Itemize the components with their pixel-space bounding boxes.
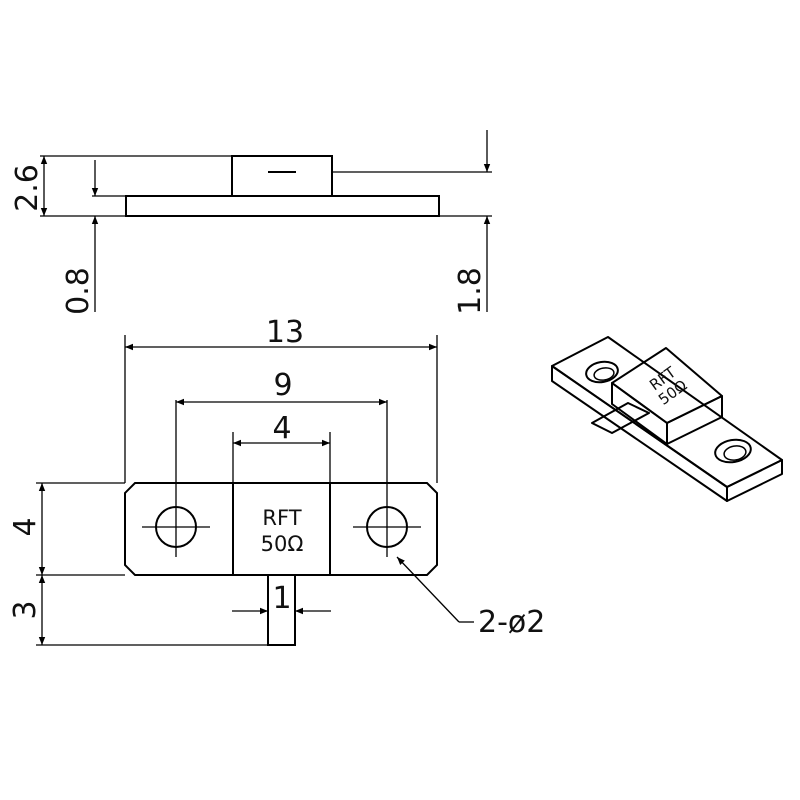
dim-label-tab-width: 1	[272, 581, 291, 616]
top-marking-line2: 50Ω	[261, 532, 304, 556]
dim-label-overall-length: 13	[266, 315, 304, 350]
top-view: RFT 50Ω 13 9 4 4 3	[8, 315, 545, 646]
dim-label-total-height: 2.6	[10, 164, 45, 212]
iso-flange-side	[726, 459, 783, 502]
iso-marking: RFT 50Ω	[646, 363, 690, 409]
top-flange	[124, 482, 438, 576]
dim-label-hole-pitch: 9	[273, 368, 292, 403]
iso-hole-left	[585, 360, 619, 384]
dim-label-body-height: 1.8	[453, 267, 488, 315]
dim-label-body-width: 4	[272, 411, 291, 446]
iso-lead-tab	[591, 402, 650, 434]
iso-flange-front	[551, 365, 728, 502]
side-flange	[125, 195, 440, 217]
iso-hole-left-inner	[593, 367, 615, 381]
hole-callout-leader	[396, 556, 460, 623]
iso-flange-top	[551, 336, 783, 488]
iso-hole-right	[714, 438, 752, 464]
side-view: 2.6 0.8 1.8	[10, 130, 492, 315]
dim-label-flange-width: 4	[8, 517, 43, 536]
dim-label-flange-thickness: 0.8	[61, 267, 96, 315]
dim-label-tab-length: 3	[8, 600, 43, 619]
side-body	[231, 155, 333, 197]
iso-body-top	[611, 347, 723, 424]
top-marking-line1: RFT	[262, 506, 301, 530]
iso-view: RFT 50Ω	[551, 336, 783, 502]
hole-callout-label: 2-ø2	[478, 605, 545, 640]
iso-hole-right-inner	[723, 445, 747, 461]
